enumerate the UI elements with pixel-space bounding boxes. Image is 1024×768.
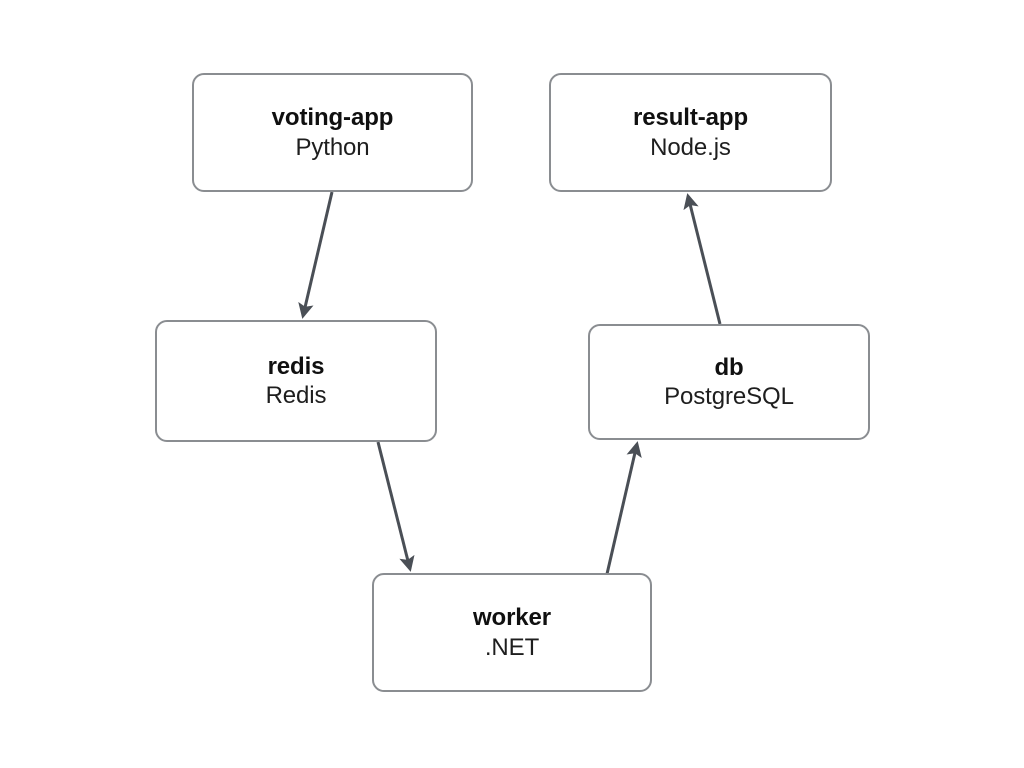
node-result-app-subtitle: Node.js [650, 133, 731, 161]
edge-db-to-result-app [683, 193, 722, 325]
node-voting-app-title: voting-app [271, 104, 394, 132]
node-worker-subtitle: .NET [484, 633, 540, 661]
node-db[interactable]: db PostgreSQL [588, 324, 870, 440]
node-worker[interactable]: worker .NET [372, 573, 652, 692]
node-worker-title: worker [472, 604, 552, 632]
edge-redis-to-worker [376, 441, 415, 572]
node-db-title: db [714, 353, 744, 381]
node-voting-app[interactable]: voting-app Python [192, 73, 473, 192]
node-redis-subtitle: Redis [265, 382, 327, 409]
node-result-app-title: result-app [632, 104, 749, 132]
node-voting-app-subtitle: Python [295, 133, 370, 161]
node-redis-title: redis [267, 352, 325, 380]
node-db-subtitle: PostgreSQL [664, 383, 794, 410]
node-redis[interactable]: redis Redis [155, 320, 437, 442]
edge-voting-app-to-redis [298, 191, 334, 319]
edge-worker-to-db [605, 441, 642, 575]
node-result-app[interactable]: result-app Node.js [549, 73, 832, 192]
